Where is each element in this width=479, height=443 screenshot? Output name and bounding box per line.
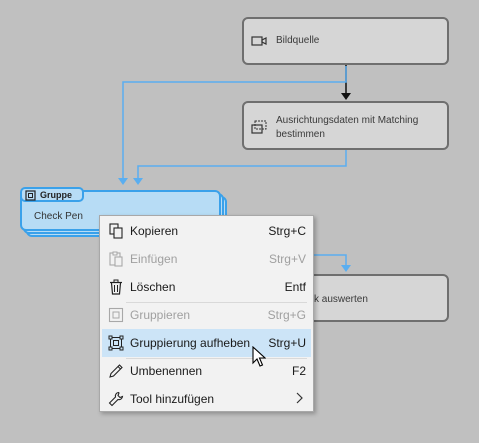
wrench-icon [108, 391, 124, 407]
link-arrowhead [341, 265, 351, 272]
link-group-auswerten [314, 254, 347, 266]
menu-item-label: Einfügen [130, 252, 178, 266]
trash-icon [110, 279, 122, 295]
menu-item-shortcut: F2 [291, 364, 306, 378]
group-icon [108, 307, 124, 323]
group-icon [25, 190, 36, 201]
link-arrowhead [341, 93, 351, 100]
node-bildquelle[interactable]: Bildquelle [242, 17, 449, 65]
pencil-icon [109, 364, 123, 378]
paste-icon [109, 251, 123, 267]
menu-item-loeschen[interactable]: Löschen Entf [102, 273, 311, 301]
menu-item-shortcut: Entf [284, 280, 306, 294]
menu-item-label: Gruppieren [130, 308, 191, 322]
chevron-right-icon [296, 392, 303, 404]
menu-item-shortcut: Strg+C [268, 224, 306, 238]
context-menu: Kopieren Strg+C Einfügen Strg+V Löschen … [99, 215, 314, 412]
menu-item-umbenennen[interactable]: Umbenennen F2 [102, 357, 311, 385]
link-ausrichtung-group [137, 150, 347, 178]
menu-item-shortcut: Strg+G [267, 308, 306, 322]
menu-item-label: Löschen [130, 280, 176, 294]
node-label: k auswerten [314, 294, 368, 305]
menu-item-label: Gruppierung aufheben [130, 336, 251, 350]
menu-item-shortcut: Strg+U [268, 336, 306, 350]
group-title: Gruppe [40, 190, 73, 200]
node-label-line2: bestimmen [276, 129, 325, 140]
menu-item-label: Umbenennen [130, 364, 203, 378]
menu-item-tool-hinzufuegen[interactable]: Tool hinzufügen [102, 385, 311, 413]
node-label: Bildquelle [276, 35, 320, 46]
camera-icon [251, 36, 267, 46]
group-header[interactable]: Gruppe [20, 187, 84, 202]
menu-item-einfuegen[interactable]: Einfügen Strg+V [102, 245, 311, 273]
menu-item-gruppierung-aufheben[interactable]: Gruppierung aufheben Strg+U [102, 329, 311, 357]
node-label-line1: Ausrichtungsdaten mit Matching [276, 115, 419, 126]
group-subtitle: Check Pen [34, 211, 83, 222]
menu-item-kopieren[interactable]: Kopieren Strg+C [102, 217, 311, 245]
link-arrowhead [133, 178, 143, 185]
menu-item-gruppieren[interactable]: Gruppieren Strg+G [102, 301, 311, 329]
ungroup-icon [108, 335, 124, 351]
link-bildquelle-group [122, 66, 347, 178]
menu-item-label: Kopieren [130, 224, 179, 238]
copy-icon [109, 223, 123, 239]
menu-item-label: Tool hinzufügen [130, 392, 215, 406]
mouse-cursor-icon [252, 346, 266, 367]
node-ausrichtung[interactable]: Ausrichtungsdaten mit Matching bestimmen [242, 101, 449, 150]
menu-separator [126, 358, 307, 359]
alignment-icon [251, 120, 267, 134]
menu-item-shortcut: Strg+V [268, 252, 306, 266]
menu-separator [126, 302, 307, 303]
link-arrowhead [118, 178, 128, 185]
